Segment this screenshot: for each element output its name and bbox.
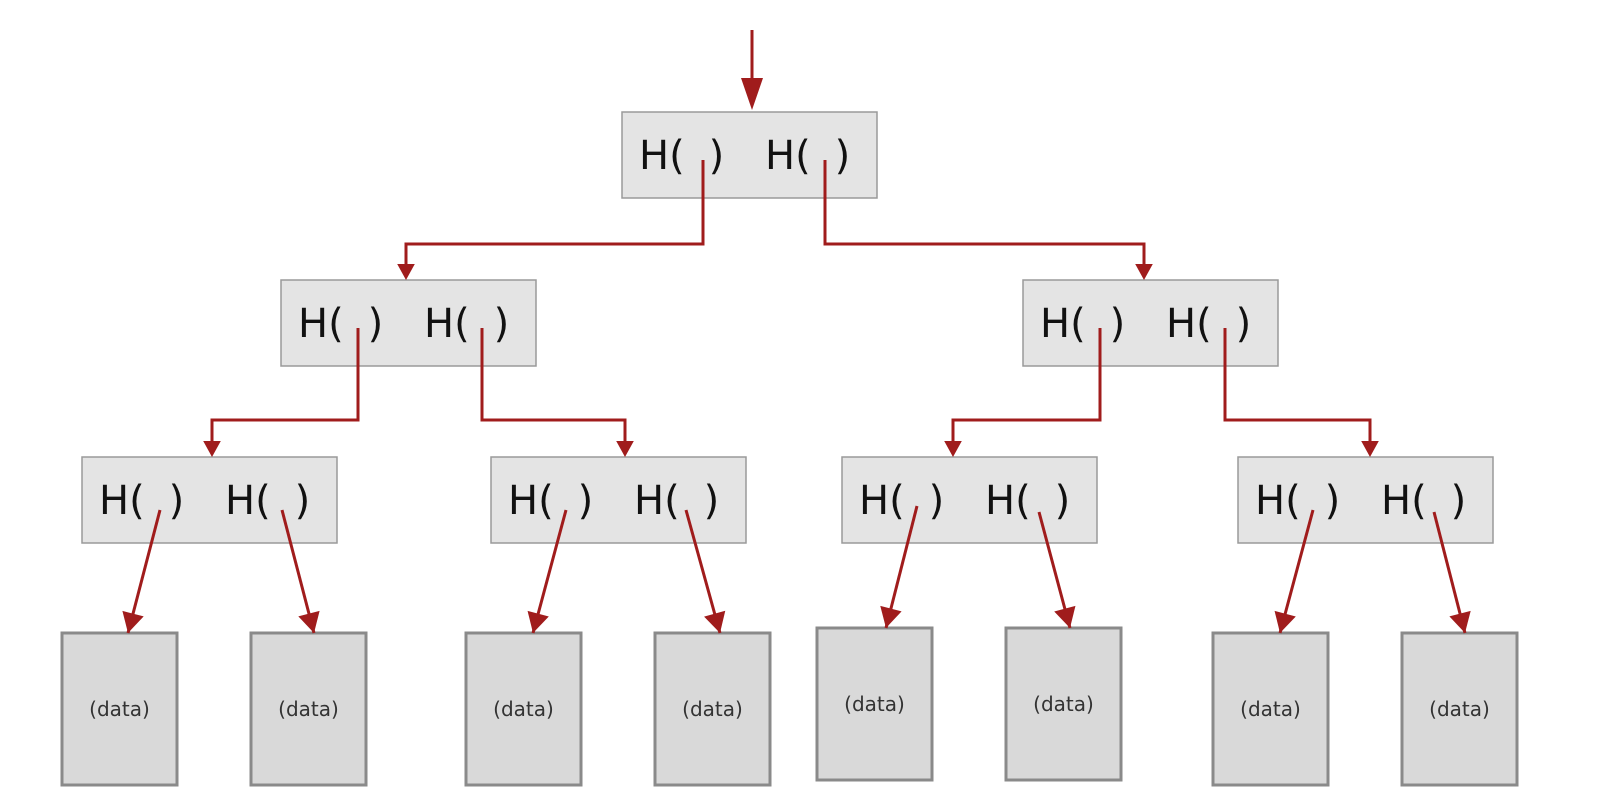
hash-pointer-edge <box>531 509 568 634</box>
hash-node-box <box>841 456 1098 544</box>
right-hash-label: H( ) <box>765 133 850 179</box>
arrowhead-icon <box>1054 605 1076 628</box>
right-hash-label: H( ) <box>1381 478 1466 524</box>
data-block-d2: (data) <box>464 631 583 787</box>
hash-node-n2: H( ) H( ) <box>1022 279 1279 367</box>
data-label: (data) <box>89 697 150 721</box>
data-block-d3: (data) <box>653 631 772 787</box>
arrowhead-icon <box>1274 610 1296 633</box>
hash-pointer-edge <box>1278 509 1315 634</box>
hash-pointer-edge <box>480 328 627 443</box>
data-block-box <box>653 631 772 787</box>
left-hash-label: H( ) <box>298 301 383 347</box>
data-block-d6: (data) <box>1211 631 1330 787</box>
hash-pointer-edge <box>684 509 722 634</box>
hash-pointer-edge <box>884 505 919 629</box>
data-block-d5: (data) <box>1004 626 1123 782</box>
hash-node-n6: H( ) H( ) <box>1237 456 1494 544</box>
left-hash-label: H( ) <box>1255 478 1340 524</box>
data-block-box <box>1400 631 1519 787</box>
arrowhead-icon <box>944 441 962 457</box>
hash-pointer-edge <box>404 160 705 266</box>
hash-node-n5: H( ) H( ) <box>841 456 1098 544</box>
hash-pointer-edge <box>951 328 1102 443</box>
data-block-box <box>1004 626 1123 782</box>
left-hash-label: H( ) <box>859 478 944 524</box>
hash-pointer-edge <box>126 509 162 634</box>
data-block-d4: (data) <box>815 626 934 782</box>
data-block-box <box>60 631 179 787</box>
data-block-d7: (data) <box>1400 631 1519 787</box>
hash-node-box <box>621 111 878 199</box>
data-label: (data) <box>1429 697 1490 721</box>
hash-node-box <box>81 456 338 544</box>
hash-pointer-edge <box>1223 328 1372 443</box>
data-block-d1: (data) <box>249 631 368 787</box>
data-block-box <box>815 626 934 782</box>
left-hash-label: H( ) <box>1040 301 1125 347</box>
data-label: (data) <box>844 692 905 716</box>
hash-node-n4: H( ) H( ) <box>490 456 747 544</box>
hash-node-n0: H( ) H( ) <box>621 111 878 199</box>
arrowhead-icon <box>1135 264 1153 280</box>
arrowhead-icon <box>527 610 549 633</box>
data-label: (data) <box>1240 697 1301 721</box>
data-block-box <box>249 631 368 787</box>
hash-node-n1: H( ) H( ) <box>280 279 537 367</box>
hash-pointer-edge <box>210 328 360 443</box>
data-label: (data) <box>278 697 339 721</box>
hash-pointer-edge <box>1037 511 1072 629</box>
right-hash-label: H( ) <box>1166 301 1251 347</box>
arrowhead-icon <box>122 610 144 633</box>
hash-node-box <box>280 279 537 367</box>
right-hash-label: H( ) <box>225 478 310 524</box>
data-block-box <box>464 631 583 787</box>
data-label: (data) <box>493 697 554 721</box>
right-hash-label: H( ) <box>424 301 509 347</box>
right-hash-label: H( ) <box>634 478 719 524</box>
data-block-box <box>1211 631 1330 787</box>
hash-node-box <box>1022 279 1279 367</box>
hash-pointer-edge <box>823 160 1146 266</box>
arrowhead-icon <box>1361 441 1379 457</box>
right-hash-label: H( ) <box>985 478 1070 524</box>
data-label: (data) <box>1033 692 1094 716</box>
hash-pointer-edge <box>280 509 316 634</box>
left-hash-label: H( ) <box>639 133 724 179</box>
left-hash-label: H( ) <box>99 478 184 524</box>
arrowhead-icon <box>203 441 221 457</box>
data-block-d0: (data) <box>60 631 179 787</box>
hash-node-n3: H( ) H( ) <box>81 456 338 544</box>
arrowhead-icon <box>397 264 415 280</box>
arrowhead-icon <box>704 610 726 633</box>
hash-node-box <box>490 456 747 544</box>
root-arrowhead-icon <box>741 78 763 110</box>
arrowhead-icon <box>880 605 902 628</box>
data-label: (data) <box>682 697 743 721</box>
arrowhead-icon <box>616 441 634 457</box>
hash-pointer-edge <box>1432 511 1467 634</box>
arrowhead-icon <box>1449 610 1471 633</box>
hash-node-box <box>1237 456 1494 544</box>
arrowhead-icon <box>298 610 320 633</box>
left-hash-label: H( ) <box>508 478 593 524</box>
